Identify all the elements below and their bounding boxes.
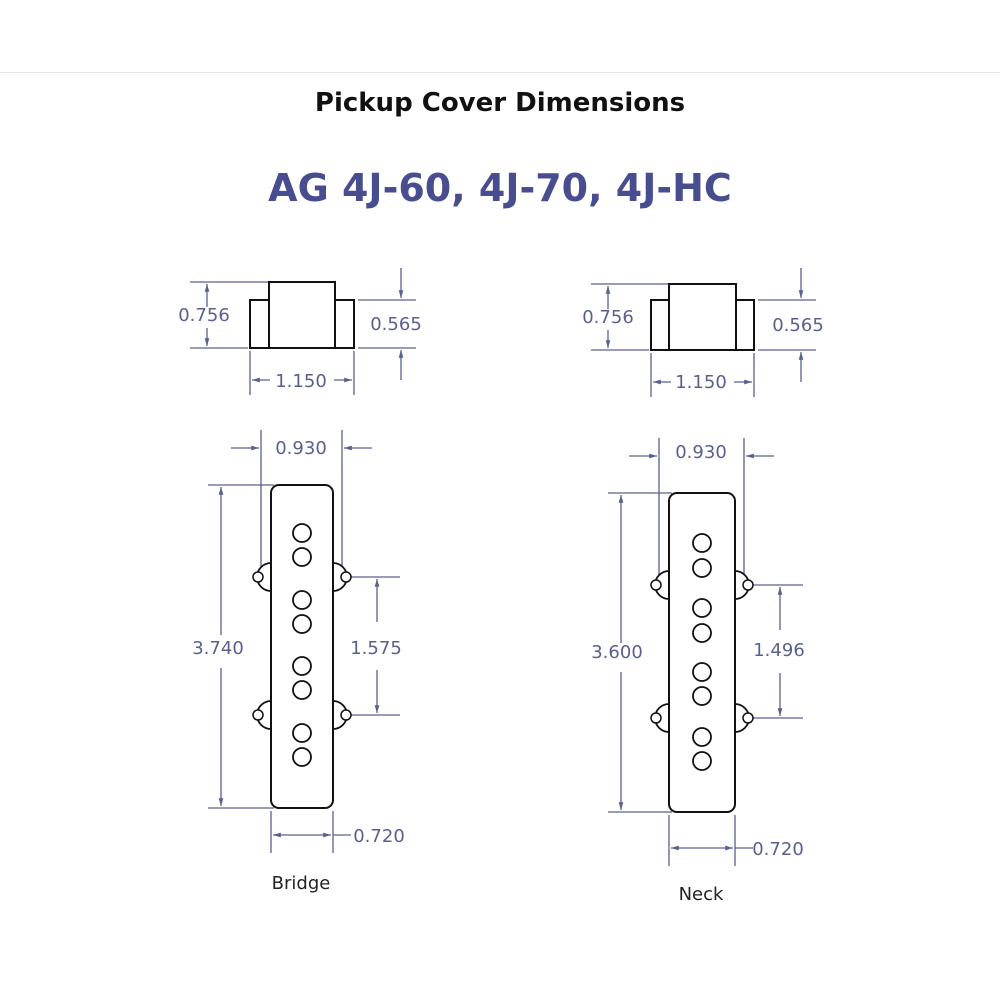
top-divider [0,72,1000,73]
pole-piece [292,614,312,634]
neck-width-label: 0.720 [752,839,804,860]
bridge-total-height-label: 0.756 [178,305,230,326]
cover-top-right-ear [334,299,355,349]
pole-piece [292,547,312,567]
pole-piece [292,723,312,743]
pole-piece [692,662,712,682]
neck-total-height-label: 0.756 [582,307,634,328]
cover-top-center-block [268,281,336,349]
pole-piece [692,686,712,706]
pole-piece [692,598,712,618]
mount-hole [252,709,264,721]
neck-side-height-label: 0.565 [772,315,824,336]
bridge-label: Bridge [272,873,331,894]
mount-hole [252,571,264,583]
cover-top-left-ear [650,299,670,351]
pole-piece [292,590,312,610]
mount-hole [742,712,754,724]
neck-top-width-label: 1.150 [675,372,727,393]
bridge-width-label: 0.720 [353,826,405,847]
neck-label: Neck [679,884,724,905]
mount-hole [650,579,662,591]
cover-top-right-ear [735,299,755,351]
bridge-hole-spacing-label: 1.575 [350,638,402,659]
neck-mount-span-label: 0.930 [675,442,727,463]
pole-piece [292,680,312,700]
pole-piece [292,523,312,543]
pole-piece [692,623,712,643]
bridge-top-width-label: 1.150 [275,371,327,392]
pole-piece [692,727,712,747]
mount-hole [742,579,754,591]
neck-pickup-drawing: 0.756 0.565 1.150 0.930 3.600 1.496 0.72… [582,268,824,905]
model-subtitle: AG 4J-60, 4J-70, 4J-HC [268,166,732,210]
pole-piece [692,751,712,771]
page-title: Pickup Cover Dimensions [314,88,686,118]
cover-top-center-block [668,283,737,351]
mount-hole [650,712,662,724]
neck-length-label: 3.600 [591,642,643,663]
pole-piece [692,533,712,553]
bridge-side-height-label: 0.565 [370,314,422,335]
pole-piece [692,558,712,578]
bridge-mount-span-label: 0.930 [275,438,327,459]
mount-hole [340,571,352,583]
pole-piece [292,747,312,767]
bridge-length-label: 3.740 [192,638,244,659]
mount-hole [340,709,352,721]
pickup-body [270,484,334,809]
neck-hole-spacing-label: 1.496 [753,640,805,661]
pole-piece [292,656,312,676]
cover-top-left-ear [249,299,270,349]
pickup-body [668,492,736,813]
bridge-pickup-drawing: 0.756 0.565 1.150 0.930 3.740 1.575 0.72… [178,268,422,894]
